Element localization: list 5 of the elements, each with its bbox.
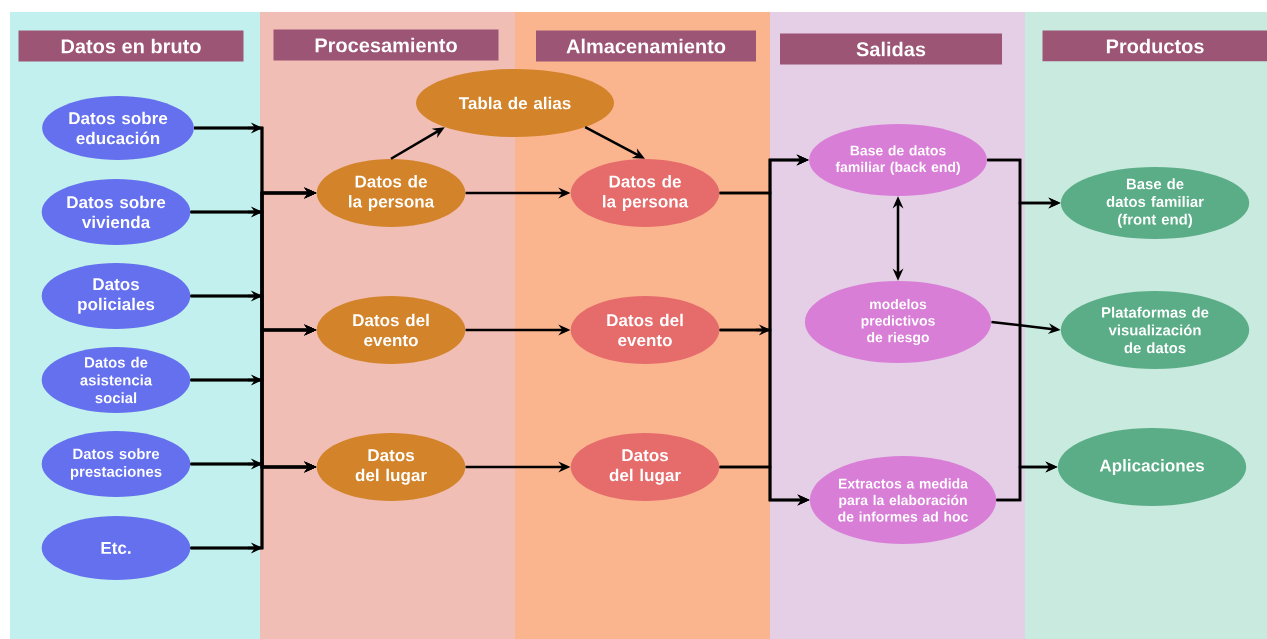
column-heading: Productos [1042,30,1267,62]
column-heading: Salidas [780,33,1002,65]
column-heading: Datos en bruto [18,30,244,62]
column-heading: Procesamiento [273,29,499,61]
column-heading: Almacenamiento [536,30,756,62]
